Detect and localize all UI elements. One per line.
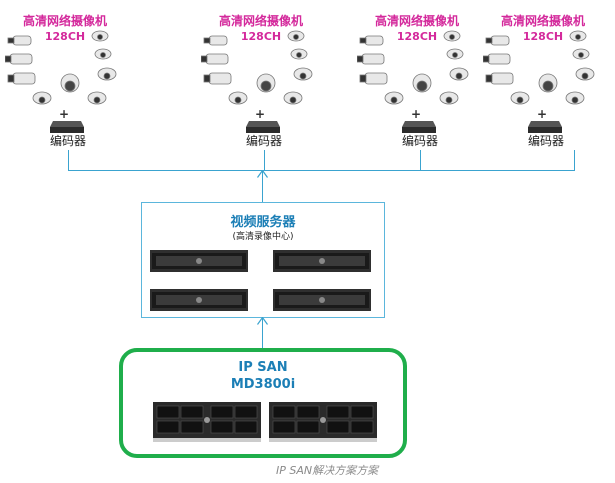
camera-cluster-icon [357,30,469,105]
camera-cluster-icon [201,30,313,105]
storage-array-icon [153,402,261,442]
camera-group-channels: 128CH [522,30,564,43]
rack-server-icon [273,289,371,311]
plus-sign: + [254,107,266,121]
camera-group-title: 高清网络摄像机 [22,14,107,28]
camera-cluster-icon [5,30,117,105]
camera-group: 高清网络摄像机 128CH + 编码器 [478,0,615,150]
encoder-icon [402,121,436,133]
camera-cluster-icon [483,30,595,105]
camera-group: 高清网络摄像机 128CH + 编码器 [0,0,140,150]
plus-sign: + [410,107,422,121]
ip-san-box: IP SAN MD3800i [119,348,407,458]
plus-sign: + [58,107,70,121]
bus-line [68,170,575,171]
connector-line [420,150,421,170]
camera-group: 高清网络摄像机 128CH + 编码器 [196,0,336,150]
encoder-label: 编码器 [401,134,438,148]
rack-server-icon [150,250,248,272]
encoder-icon [246,121,280,133]
camera-group-channels: 128CH [240,30,282,43]
rack-server-icon [150,289,248,311]
encoder-icon [50,121,84,133]
video-server-box: 视频服务器 (高清录像中心) [141,202,385,318]
encoder-label: 编码器 [245,134,282,148]
diagram-caption: IP SAN解决方案方案 [276,464,379,477]
camera-group-title: 高清网络摄像机 [218,14,303,28]
connector-line [262,318,263,348]
arrow-up-icon [257,170,268,178]
encoder-icon [528,121,562,133]
plus-sign: + [536,107,548,121]
connector-line [574,150,575,170]
video-server-subtitle: (高清录像中心) [232,232,294,242]
rack-server-icon [273,250,371,272]
camera-group-title: 高清网络摄像机 [374,14,459,28]
arrow-up-icon [257,317,268,325]
connector-line [262,171,263,202]
encoder-label: 编码器 [527,134,564,148]
storage-array-icon [269,402,377,442]
ip-san-model: MD3800i [230,377,296,392]
connector-line [68,150,69,170]
connector-line [264,150,265,170]
encoder-label: 编码器 [49,134,86,148]
video-server-title: 视频服务器 [230,215,296,230]
camera-group-channels: 128CH [44,30,86,43]
camera-group: 高清网络摄像机 128CH + 编码器 [352,0,492,150]
ip-san-title: IP SAN [238,360,288,375]
camera-group-title: 高清网络摄像机 [500,14,585,28]
camera-group-channels: 128CH [396,30,438,43]
